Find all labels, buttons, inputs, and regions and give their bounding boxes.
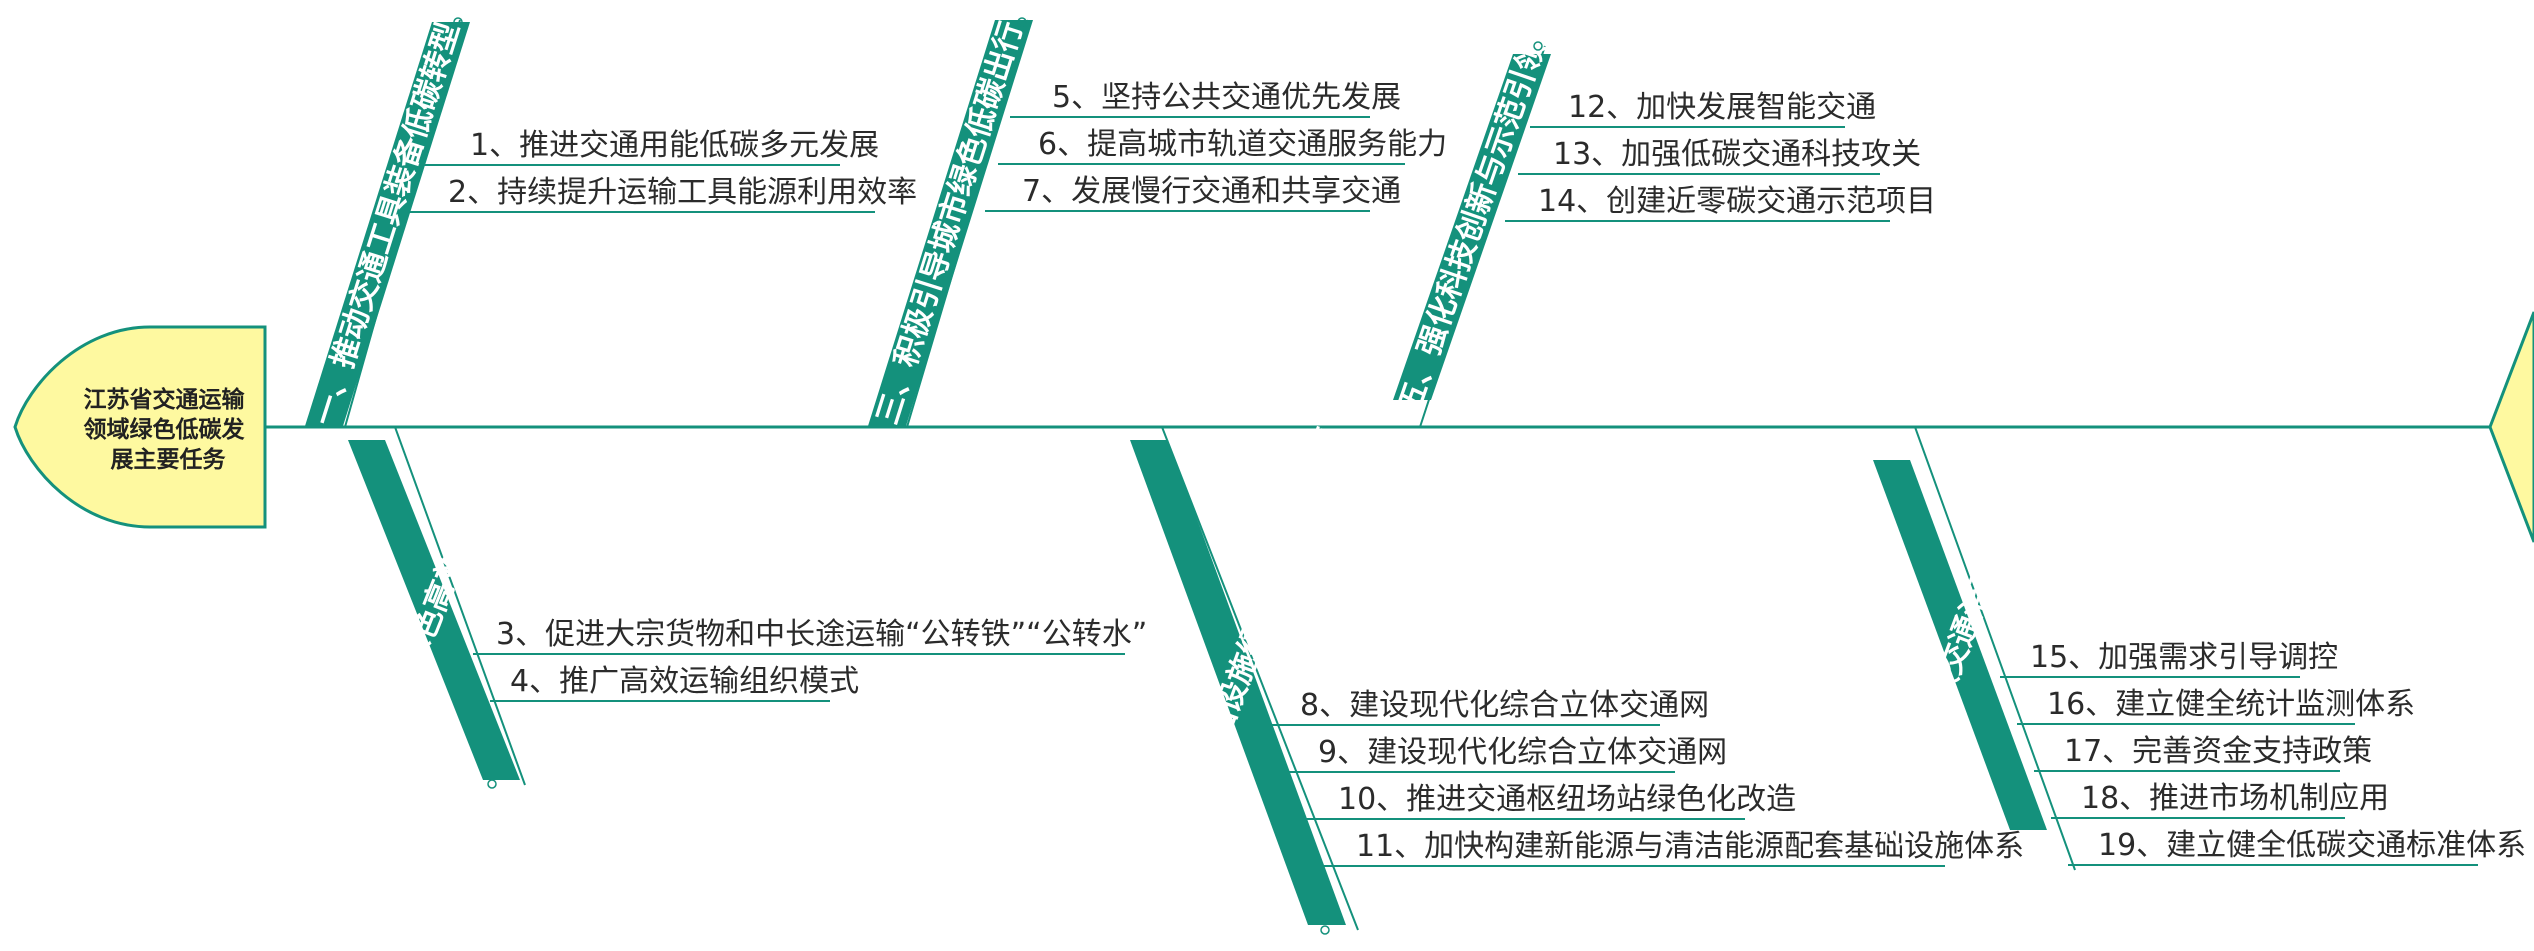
category-4-item-1: 8、建设现代化综合立体交通网 <box>1300 688 1709 723</box>
fish-head <box>13 325 267 529</box>
category-2-box[interactable] <box>348 440 520 780</box>
category-1-item-2: 2、持续提升运输工具能源利用效率 <box>448 175 917 210</box>
category-6-item-5: 19、建立健全低碳交通标准体系 <box>2098 828 2526 863</box>
category-1-marker-icon <box>453 17 463 27</box>
category-4-box[interactable] <box>1130 440 1346 925</box>
fish-tail <box>2488 311 2534 543</box>
category-2-item-2: 4、推广高效运输组织模式 <box>510 664 859 699</box>
category-6-item-3: 17、完善资金支持政策 <box>2064 734 2372 769</box>
category-4-marker-icon <box>1320 925 1330 935</box>
category-1-box[interactable] <box>305 22 470 426</box>
category-5-marker-icon <box>1533 41 1543 51</box>
category-3-branch: 三、积极引导城市绿色低碳出行 5、坚持公共交通优先发展 6、提高城市轨道交通服务… <box>868 17 1447 429</box>
category-1-branch: 一、推动交通工具装备低碳转型 1、推进交通用能低碳多元发展 2、持续提升运输工具… <box>305 17 917 430</box>
category-5-branch: 五、强化科技创新与示范引领 12、加快发展智能交通 13、加强低碳交通科技攻关 … <box>1392 37 1936 428</box>
category-5-item-1: 12、加快发展智能交通 <box>1568 90 1876 125</box>
category-3-box[interactable] <box>868 20 1033 426</box>
category-3-item-3: 7、发展慢行交通和共享交通 <box>1022 174 1401 209</box>
category-2-item-1: 3、促进大宗货物和中长途运输“公转铁”“公转水” <box>496 617 1147 652</box>
category-3-item-2: 6、提高城市轨道交通服务能力 <box>1038 127 1447 162</box>
category-2-branch: 二、构建绿色高效货运体系 3、促进大宗货物和中长途运输“公转铁”“公转水” 4、… <box>348 426 1147 789</box>
category-4-item-4: 11、加快构建新能源与清洁能源配套基础设施体系 <box>1356 829 2024 864</box>
category-3-marker-icon <box>1017 17 1027 27</box>
category-5-item-3: 14、创建近零碳交通示范项目 <box>1538 184 1936 219</box>
diagram-title: 江苏省交通运输 领域绿色低碳发 展主要任务 <box>83 386 252 473</box>
category-3-item-1: 5、坚持公共交通优先发展 <box>1052 80 1401 115</box>
category-4-item-2: 9、建设现代化综合立体交通网 <box>1318 735 1727 770</box>
category-6-item-1: 15、加强需求引导调控 <box>2030 640 2338 675</box>
category-6-item-4: 18、推进市场机制应用 <box>2081 781 2389 816</box>
category-6-branch: 六、强化低碳交通治理能力提升 15、加强需求引导调控 16、建立健全统计监测体系… <box>1870 426 2526 871</box>
category-5-label: 五、强化科技创新与示范引领 <box>1392 37 1552 417</box>
category-5-box[interactable] <box>1393 54 1551 400</box>
category-6-box[interactable] <box>1873 460 2047 830</box>
category-1-label: 一、推动交通工具装备低碳转型 <box>307 18 467 429</box>
category-4-item-3: 10、推进交通枢纽场站绿色化改造 <box>1338 782 1796 817</box>
category-1-item-1: 1、推进交通用能低碳多元发展 <box>470 128 879 163</box>
category-5-item-2: 13、加强低碳交通科技攻关 <box>1553 137 1921 172</box>
category-6-item-2: 16、建立健全统计监测体系 <box>2047 687 2415 722</box>
category-3-label: 三、积极引导城市绿色低碳出行 <box>870 17 1030 428</box>
category-2-marker-icon <box>487 779 497 789</box>
